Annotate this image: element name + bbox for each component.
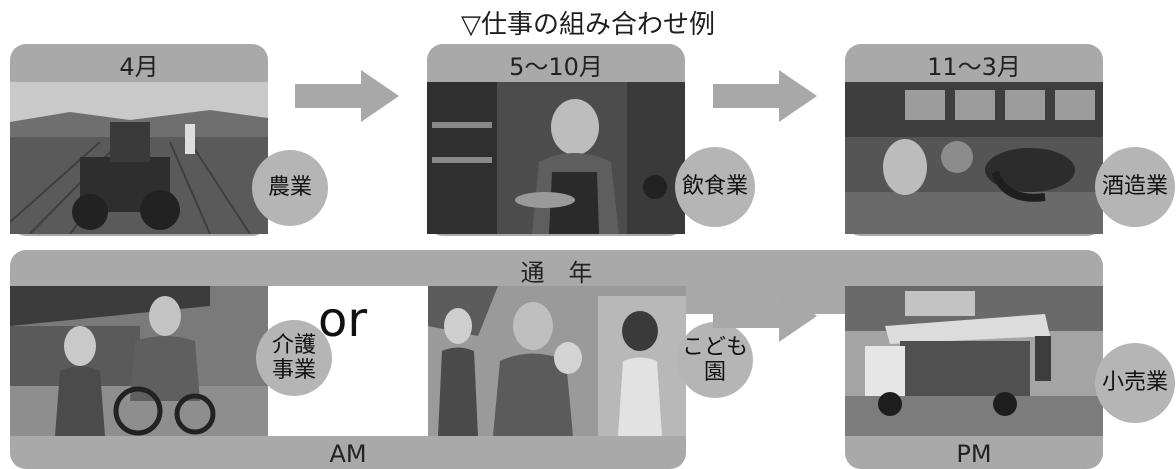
season-period-label: 4月 (119, 53, 159, 81)
season-period-label: 5～10月 (509, 53, 603, 81)
job-circle-retail: 小売業 (1095, 343, 1175, 423)
season-period-label: 11～3月 (927, 53, 1021, 81)
sake-brewery-photo (845, 82, 1103, 234)
am-label: AM (329, 440, 367, 468)
job-label-line1: こども (681, 334, 748, 360)
pm-label: PM (956, 440, 992, 468)
job-label: 小売業 (1101, 370, 1168, 396)
nursery-children-photo (428, 286, 686, 436)
job-circle-nursery-school: こども園 (677, 322, 753, 398)
caregiver-wheelchair-photo (10, 286, 268, 436)
job-label: 飲食業 (681, 174, 748, 200)
job-circle-agriculture: 農業 (252, 150, 328, 226)
right-arrow-icon (713, 290, 817, 342)
page-title: ▽仕事の組み合わせ例 (461, 10, 715, 40)
right-arrow-icon (295, 70, 399, 122)
farm-tractor-photo (10, 82, 268, 234)
job-label-line2: 園 (703, 360, 726, 385)
year-round-label: 通 年 (520, 259, 593, 287)
restaurant-waiter-photo (427, 82, 685, 234)
right-arrow-icon (713, 70, 817, 122)
job-label: 酒造業 (1101, 174, 1168, 200)
job-circle-sake-brewing: 酒造業 (1095, 147, 1175, 227)
job-label-line2: 事業 (271, 358, 316, 383)
job-circle-restaurant: 飲食業 (675, 147, 755, 227)
job-circle-nursing-care: 介護事業 (256, 320, 332, 396)
job-label-line1: 介護 (271, 332, 316, 358)
mobile-shop-truck-photo (845, 286, 1103, 436)
job-label: 農業 (267, 175, 312, 201)
